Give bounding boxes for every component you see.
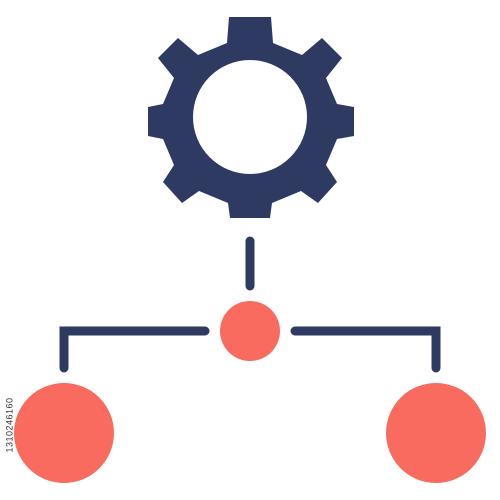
stock-id-text: 1310246160 xyxy=(5,397,15,453)
stock-id-text-container: 1310246160 xyxy=(4,380,16,470)
right-node xyxy=(386,383,486,483)
gear-icon xyxy=(148,17,354,218)
connector-right-branch xyxy=(290,326,441,373)
connector-lines xyxy=(59,236,441,373)
connector-left-branch xyxy=(59,326,210,373)
left-node xyxy=(14,383,114,483)
center-node xyxy=(220,301,280,361)
gear-shape xyxy=(148,17,354,218)
